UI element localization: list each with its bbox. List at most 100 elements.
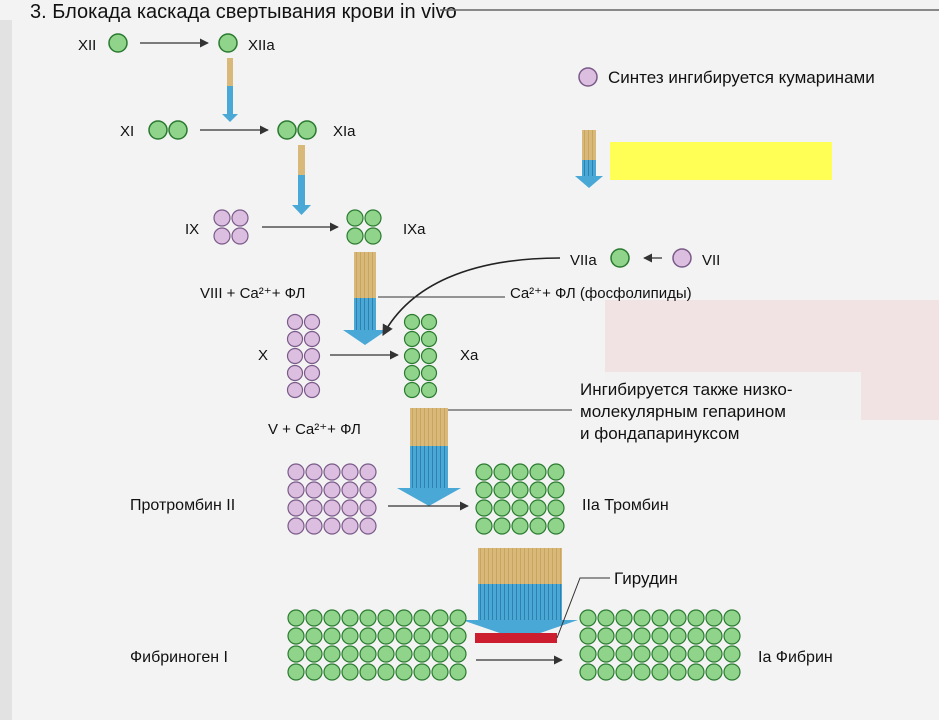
legend-arrow-head — [575, 176, 603, 188]
arrow-shaft-blue-4 — [410, 446, 448, 488]
fibrin-cluster-circle — [633, 627, 651, 645]
arrow-head-3 — [343, 330, 387, 345]
fibrin-cluster-circle — [651, 663, 669, 681]
leader-hirudin — [556, 577, 610, 639]
arrow-viia-to-x — [382, 257, 561, 336]
fibrinogen-cluster-circle — [359, 627, 377, 645]
thrombin-cluster — [475, 463, 565, 535]
fibrin-cluster-circle — [669, 663, 687, 681]
fibrin-cluster-circle — [597, 627, 615, 645]
fibrin-cluster-circle — [687, 627, 705, 645]
fibrinogen-cluster-circle — [341, 627, 359, 645]
arrow-shaft-tan-1 — [227, 58, 233, 86]
heparin-note-bg — [576, 372, 861, 448]
fibrin-cluster-circle — [687, 609, 705, 627]
label-viia: VIIa — [570, 252, 597, 269]
fibrin-cluster-circle — [705, 663, 723, 681]
factor-vii-circle — [672, 248, 692, 268]
fibrinogen-cluster-circle — [431, 645, 449, 663]
fibrinogen-cluster-circle — [341, 663, 359, 681]
fibrin-cluster-circle — [651, 609, 669, 627]
fibrinogen-cluster-circle — [377, 663, 395, 681]
fibrin-cluster-circle — [615, 645, 633, 663]
fibrin-cluster-circle — [615, 663, 633, 681]
fibrin-cluster-circle — [687, 663, 705, 681]
yellow-highlight-box — [610, 142, 832, 180]
fibrin-cluster-circle — [615, 609, 633, 627]
factor-ixa-cluster — [346, 209, 382, 245]
legend-arrow-blue — [582, 160, 596, 176]
heparin-note-line-3: и фондапаринуксом — [580, 424, 739, 443]
label-x: X — [258, 347, 268, 364]
label-prothrombin: Протромбин II — [130, 497, 235, 514]
fibrinogen-cluster-circle — [377, 627, 395, 645]
label-xia: XIa — [333, 123, 356, 140]
fibrinogen-cluster-circle — [341, 609, 359, 627]
label-xi: XI — [120, 123, 134, 140]
factor-xa-cluster — [403, 313, 438, 399]
fibrinogen-cluster-circle — [431, 663, 449, 681]
fibrinogen-cluster-circle — [287, 645, 305, 663]
fibrin-cluster-circle — [579, 627, 597, 645]
fibrinogen-cluster-circle — [431, 609, 449, 627]
fibrinogen-cluster-circle — [305, 627, 323, 645]
fibrinogen-cluster-circle — [449, 645, 467, 663]
factor-xi-circle — [148, 120, 168, 140]
fibrinogen-cluster-circle — [449, 609, 467, 627]
fibrin-cluster-circle — [633, 609, 651, 627]
arrow-shaft-blue-1 — [227, 86, 233, 114]
arrow-shaft-tan-4 — [410, 408, 448, 446]
prothrombin-cluster — [287, 463, 377, 535]
fibrinogen-cluster-circle — [359, 645, 377, 663]
fibrin-cluster — [579, 609, 741, 681]
fibrin-cluster-circle — [705, 645, 723, 663]
fibrinogen-cluster-circle — [323, 663, 341, 681]
arrow-head-5 — [462, 620, 578, 640]
fibrinogen-cluster — [287, 609, 467, 681]
fibrinogen-cluster-circle — [377, 645, 395, 663]
fibrinogen-cluster-circle — [395, 663, 413, 681]
arrow-head-1 — [222, 114, 238, 122]
fibrin-cluster-circle — [669, 645, 687, 663]
factor-xia-circle — [277, 120, 297, 140]
fibrinogen-cluster-circle — [287, 609, 305, 627]
fibrinogen-cluster-circle — [413, 609, 431, 627]
fibrinogen-cluster-circle — [287, 663, 305, 681]
fibrinogen-cluster-circle — [413, 663, 431, 681]
fibrinogen-cluster-circle — [413, 645, 431, 663]
arrow-shaft-blue-3 — [354, 298, 376, 330]
fibrin-cluster-circle — [705, 609, 723, 627]
label-fibrin: Ia Фибрин — [758, 649, 833, 666]
fibrinogen-cluster-circle — [395, 627, 413, 645]
label-v-line: V + Ca²⁺+ ФЛ — [268, 421, 361, 438]
heparin-note-line-2: молекулярным гепарином — [580, 402, 786, 421]
label-hirudin: Гирудин — [614, 569, 678, 588]
page-title: 3. Блокада каскада свертывания крови in … — [30, 1, 457, 23]
fibrin-cluster-circle — [597, 609, 615, 627]
fibrin-cluster-circle — [597, 645, 615, 663]
label-xiia: XIIa — [248, 37, 275, 54]
heparin-note-line-1: Ингибируется также низко- — [580, 380, 792, 399]
fibrinogen-cluster-circle — [359, 609, 377, 627]
arrow-head-4 — [397, 488, 461, 506]
fibrin-cluster-circle — [579, 645, 597, 663]
fibrinogen-cluster-circle — [413, 627, 431, 645]
arrow-shaft-tan-5 — [478, 548, 562, 584]
fibrin-cluster-circle — [669, 609, 687, 627]
label-xa: Xa — [460, 347, 479, 364]
label-ix: IX — [185, 221, 199, 238]
factor-xi-circle — [168, 120, 188, 140]
coumarin-note: Синтез ингибируется кумаринами — [608, 68, 875, 87]
fibrinogen-cluster-circle — [323, 645, 341, 663]
label-thrombin: IIa Тромбин — [582, 497, 669, 514]
label-ixa: IXa — [403, 221, 426, 238]
fibrin-cluster-circle — [579, 609, 597, 627]
coumarin-note-line: Синтез ингибируется кумаринами — [608, 68, 875, 87]
factor-ix-cluster — [213, 209, 249, 245]
legend-arrow-tan — [582, 130, 596, 160]
factor-x-cluster — [286, 313, 321, 399]
factor-xiia-circle — [218, 33, 238, 53]
hirudin-bar — [475, 633, 557, 643]
factor-xii-circle — [108, 33, 128, 53]
